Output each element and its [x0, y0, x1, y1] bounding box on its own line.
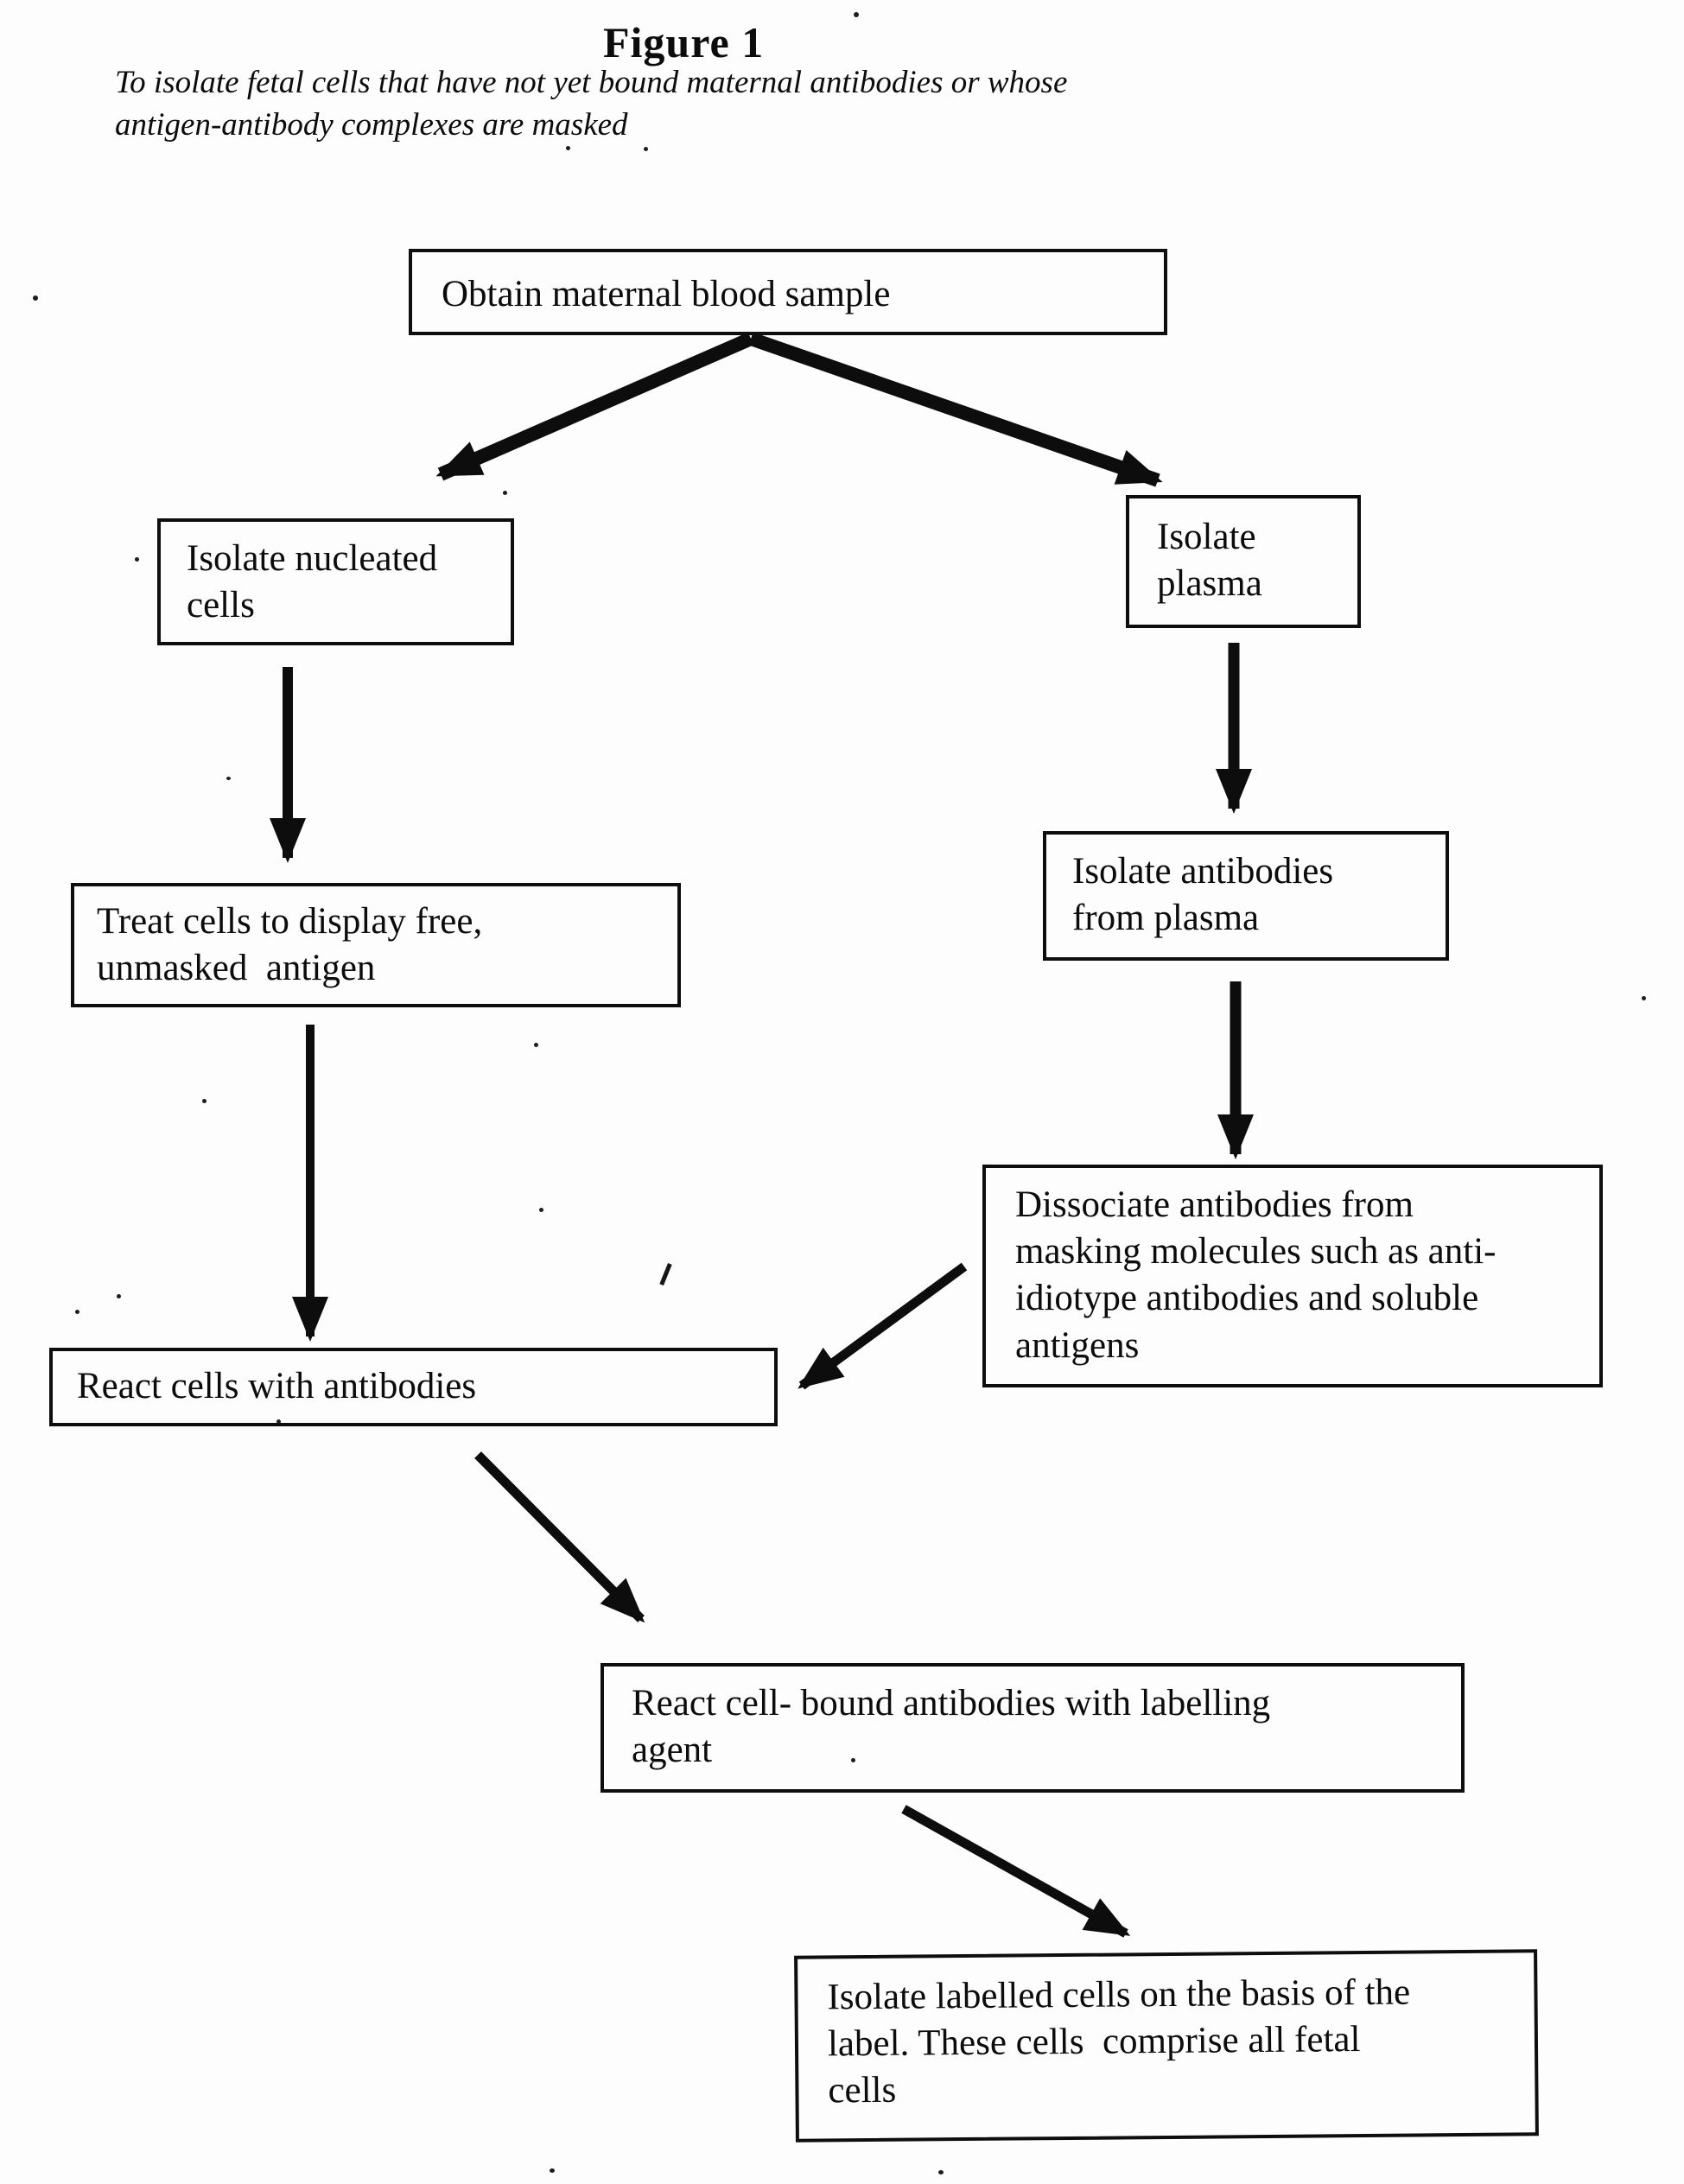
node-isolate-plasma: Isolate plasma	[1126, 495, 1361, 628]
node-isolate-antibodies-from-plasma: Isolate antibodies from plasma	[1043, 831, 1449, 961]
scan-tick-mark	[659, 1263, 672, 1286]
arrow-dissociate-to-react-cells	[798, 1262, 968, 1390]
scan-speck	[854, 12, 859, 17]
scan-speck	[851, 1758, 855, 1762]
figure-title: Figure 1	[603, 18, 765, 67]
scan-speck	[135, 557, 139, 562]
scan-speck	[534, 1043, 538, 1047]
scan-speck	[539, 1208, 543, 1212]
scan-speck	[503, 491, 507, 495]
scan-speck	[117, 1294, 121, 1298]
node-react-cells-with-antibodies: React cells with antibodies	[49, 1348, 778, 1426]
scan-speck	[644, 147, 648, 151]
node-dissociate-antibodies: Dissociate antibodies from masking molec…	[982, 1165, 1603, 1387]
figure-subtitle: To isolate fetal cells that have not yet…	[115, 65, 1068, 143]
scan-speck	[276, 1419, 281, 1424]
node-isolate-labelled-cells: Isolate labelled cells on the basis of t…	[794, 1949, 1539, 2143]
scan-speck	[33, 295, 38, 301]
arrow-react-bound-to-isolate-labelled	[901, 1805, 1131, 1938]
scan-speck	[202, 1099, 207, 1103]
scan-speck	[550, 2168, 555, 2173]
arrow-react-cells-to-react-bound	[474, 1451, 645, 1623]
scan-speck	[226, 777, 231, 780]
scan-speck	[938, 2170, 944, 2174]
scan-speck	[1642, 996, 1646, 1000]
node-treat-cells-display-antigen: Treat cells to display free, unmasked an…	[71, 883, 681, 1007]
arrow-obtain-blood-to-isolate-plasma	[748, 332, 1163, 487]
arrow-obtain-blood-to-isolate-nucleated	[435, 332, 754, 481]
scan-speck	[566, 146, 570, 150]
node-react-cell-bound-antibodies: React cell- bound antibodies with labell…	[601, 1663, 1465, 1793]
node-isolate-nucleated-cells: Isolate nucleated cells	[157, 518, 514, 645]
scan-speck	[75, 1310, 79, 1314]
node-obtain-maternal-blood-sample: Obtain maternal blood sample	[409, 249, 1167, 335]
